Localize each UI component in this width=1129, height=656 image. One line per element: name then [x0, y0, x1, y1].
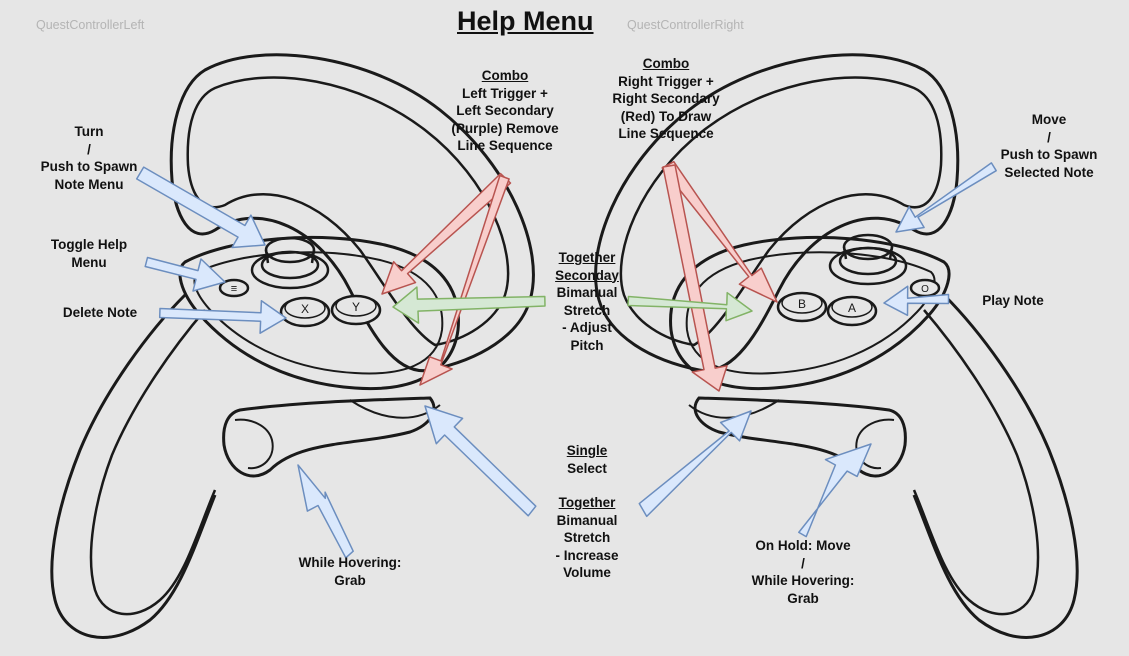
- y-button: Y: [330, 294, 382, 326]
- play-note-label: Play Note: [982, 293, 1044, 308]
- right-trigger-arrow: [638, 410, 752, 518]
- x-button: X: [279, 296, 331, 328]
- play-note-arrow: [883, 285, 950, 317]
- single-select-label: Single Select: [566, 443, 608, 476]
- oculus-button: O: [909, 278, 941, 298]
- left-combo-label: Combo Left Trigger +Left Secondary (Purp…: [451, 68, 559, 153]
- a-button: A: [826, 295, 878, 327]
- left-controller-name: QuestControllerLeft: [36, 18, 145, 32]
- svg-text:A: A: [848, 301, 856, 315]
- right-controller-name: QuestControllerRight: [627, 18, 744, 32]
- left-trigger-arrow: [424, 405, 537, 517]
- menu-arrow: [144, 256, 226, 292]
- turn-arrow: [135, 166, 266, 249]
- svg-text:X: X: [301, 302, 309, 316]
- svg-text:O: O: [921, 284, 929, 295]
- right-combo-arrow-b: [662, 164, 728, 392]
- right-thumbstick: [828, 233, 908, 286]
- svg-text:Y: Y: [352, 300, 360, 314]
- left-combo-arrow-b: [419, 174, 510, 386]
- right-secondary-arrow: [627, 291, 753, 322]
- svg-text:B: B: [798, 297, 806, 311]
- page-title: Help Menu: [457, 6, 594, 36]
- right-combo-arrow-a: [661, 160, 778, 303]
- left-combo-arrow-a: [381, 172, 512, 295]
- left-grip-arrow: [297, 464, 354, 559]
- left-secondary-arrow: [392, 286, 546, 324]
- svg-text:≡: ≡: [231, 283, 237, 295]
- left-grab-label: While Hovering:Grab: [298, 555, 402, 588]
- right-grip-arrow: [798, 443, 872, 538]
- move-arrow: [895, 162, 997, 233]
- right-combo-label: Combo Right Trigger +Right Secondary (Re…: [612, 56, 720, 141]
- delete-note-label: Delete Note: [62, 305, 138, 320]
- left-thumbstick: [250, 236, 330, 290]
- menu-button: ≡: [218, 278, 250, 298]
- right-grab-label: On Hold: Move/ While Hovering:Grab: [751, 538, 855, 606]
- x-button-arrow: [158, 300, 287, 334]
- b-button: B: [776, 291, 828, 323]
